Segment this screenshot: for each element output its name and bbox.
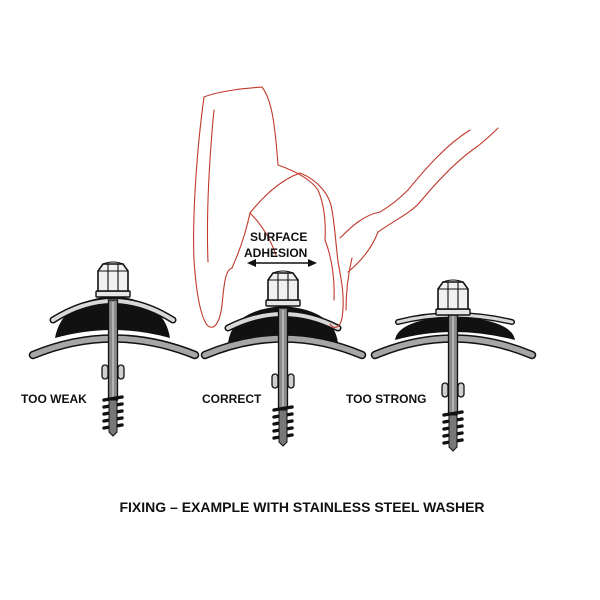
correct-label: CORRECT xyxy=(202,392,262,406)
screw-thread xyxy=(272,405,294,448)
diagram-caption: FIXING – EXAMPLE WITH STAINLESS STEEL WA… xyxy=(119,499,484,515)
screw-shank xyxy=(277,307,289,409)
screw-thread xyxy=(442,410,464,453)
screw-thread xyxy=(102,395,124,438)
screw-shank xyxy=(107,299,119,401)
surface-label: SURFACE xyxy=(250,230,307,244)
fixing-too-strong xyxy=(370,279,537,453)
fixing-too-weak xyxy=(28,261,200,438)
screw-shank xyxy=(447,313,459,415)
too-weak-label: TOO WEAK xyxy=(21,392,87,406)
screw-head xyxy=(435,279,471,316)
screw-head xyxy=(95,261,131,298)
fixing-correct xyxy=(200,270,367,448)
hand-outline-icon xyxy=(193,86,499,328)
screw-head xyxy=(265,270,301,307)
double-arrow-icon xyxy=(247,259,317,267)
adhesion-label: ADHESION xyxy=(244,246,307,260)
too-strong-label: TOO STRONG xyxy=(346,392,426,406)
